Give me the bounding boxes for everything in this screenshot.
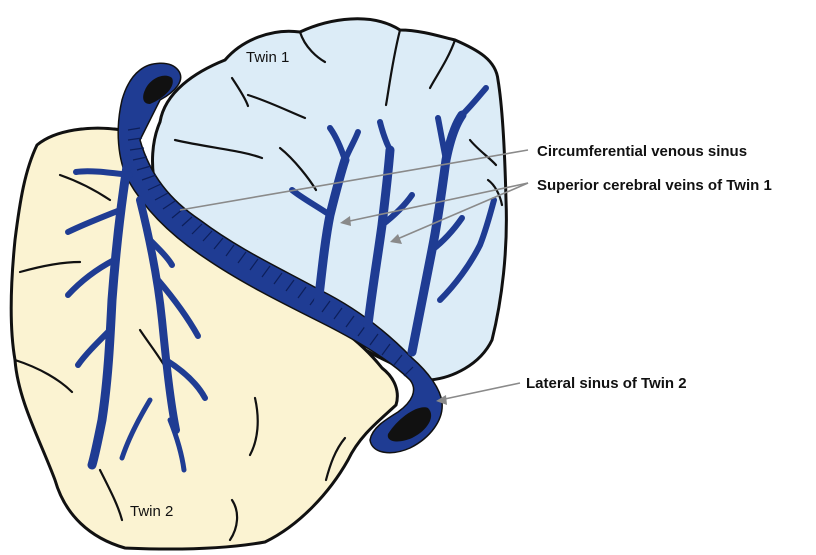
twin1-label: Twin 1: [246, 49, 289, 66]
superior-veins-label: Superior cerebral veins of Twin 1: [537, 177, 772, 194]
circumferential-sinus-label: Circumferential venous sinus: [537, 143, 747, 160]
lateral-sinus-label: Lateral sinus of Twin 2: [526, 375, 687, 392]
twin2-label: Twin 2: [130, 503, 173, 520]
